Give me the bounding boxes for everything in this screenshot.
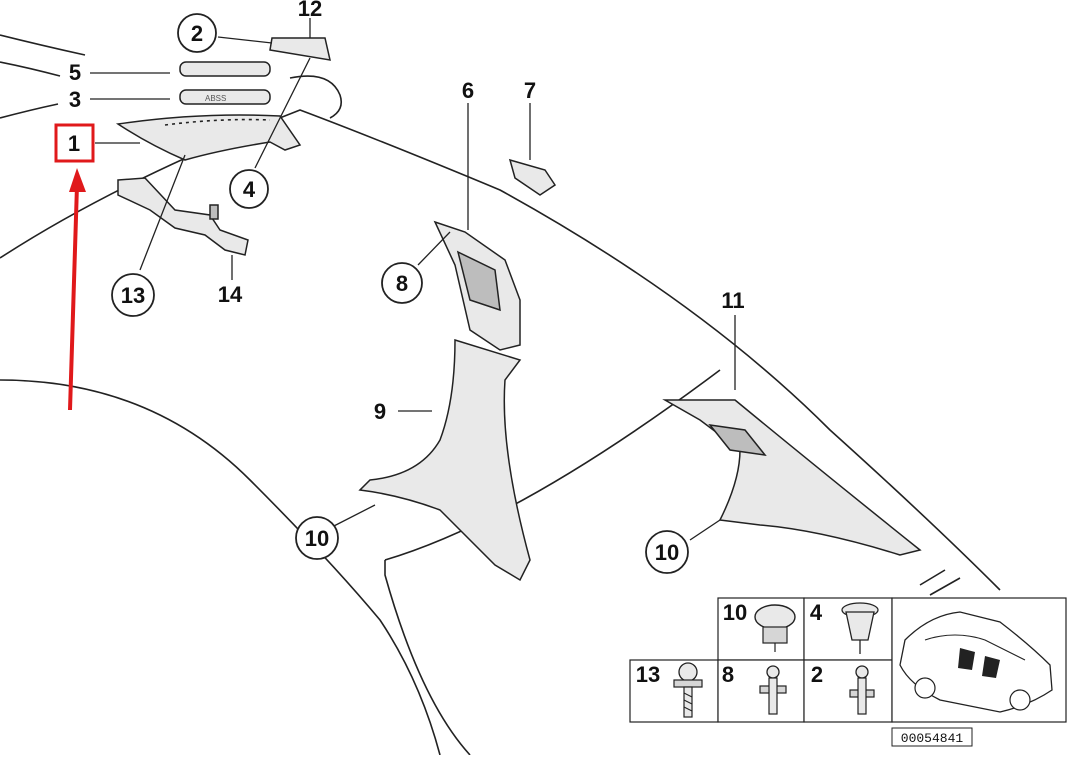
svg-text:2: 2 (811, 662, 823, 687)
legend-cell-10: 10 (723, 600, 796, 652)
expanding-clip-icon (841, 602, 879, 654)
legend-cell-2: 2 (811, 662, 875, 715)
highlight-arrow (68, 168, 86, 411)
svg-text:13: 13 (636, 662, 660, 687)
fastener-pin-icon (849, 665, 875, 715)
part-5-strip (179, 61, 271, 77)
legend-cell-4: 4 (810, 600, 879, 654)
svg-text:ABSS: ABSS (205, 94, 226, 103)
highlight-box (54, 123, 95, 163)
legend-cell-13: 13 (636, 662, 703, 718)
part-11-trim (662, 399, 922, 556)
callout-1: 1 (68, 131, 80, 156)
callout-6: 6 (462, 78, 474, 103)
svg-text:00054841: 00054841 (901, 731, 964, 746)
svg-text:8: 8 (396, 271, 408, 296)
callout-8: 8 (381, 262, 423, 304)
leader-lines (90, 18, 736, 541)
callout-9: 9 (374, 399, 386, 424)
svg-text:13: 13 (121, 283, 145, 308)
svg-text:8: 8 (722, 662, 734, 687)
callout-5: 5 (69, 60, 81, 85)
part-14-bracket (117, 177, 249, 256)
part-6-upper-trim (433, 220, 521, 351)
part-7-fastener (508, 158, 557, 196)
callout-4: 4 (229, 169, 269, 209)
car-location-icon (899, 611, 1053, 713)
callout-7: 7 (524, 78, 536, 103)
svg-text:4: 4 (243, 177, 256, 202)
svg-text:10: 10 (655, 540, 679, 565)
callout-14: 14 (218, 282, 243, 307)
callout-3: 3 (69, 87, 81, 112)
callout-11: 11 (721, 288, 744, 313)
diagram-id: 00054841 (891, 727, 973, 747)
svg-text:4: 4 (810, 600, 823, 625)
svg-text:10: 10 (305, 526, 329, 551)
callout-10-right: 10 (645, 530, 689, 574)
part-12-clip (269, 37, 331, 61)
legend-cell-8: 8 (722, 662, 787, 715)
callout-10-left: 10 (295, 516, 339, 560)
screw-icon (673, 662, 703, 718)
fastener-pin-icon (759, 665, 787, 715)
svg-text:10: 10 (723, 600, 747, 625)
callout-12: 12 (298, 0, 322, 21)
callout-13: 13 (111, 273, 155, 317)
part-1-trim (115, 114, 302, 161)
fastener-legend: 10 4 13 (629, 597, 1067, 723)
part-3-strip: ABSS (179, 89, 271, 105)
push-clip-icon (754, 604, 796, 652)
svg-text:2: 2 (191, 21, 203, 46)
part-9-pillar-trim (358, 338, 531, 582)
callout-2: 2 (177, 13, 217, 53)
